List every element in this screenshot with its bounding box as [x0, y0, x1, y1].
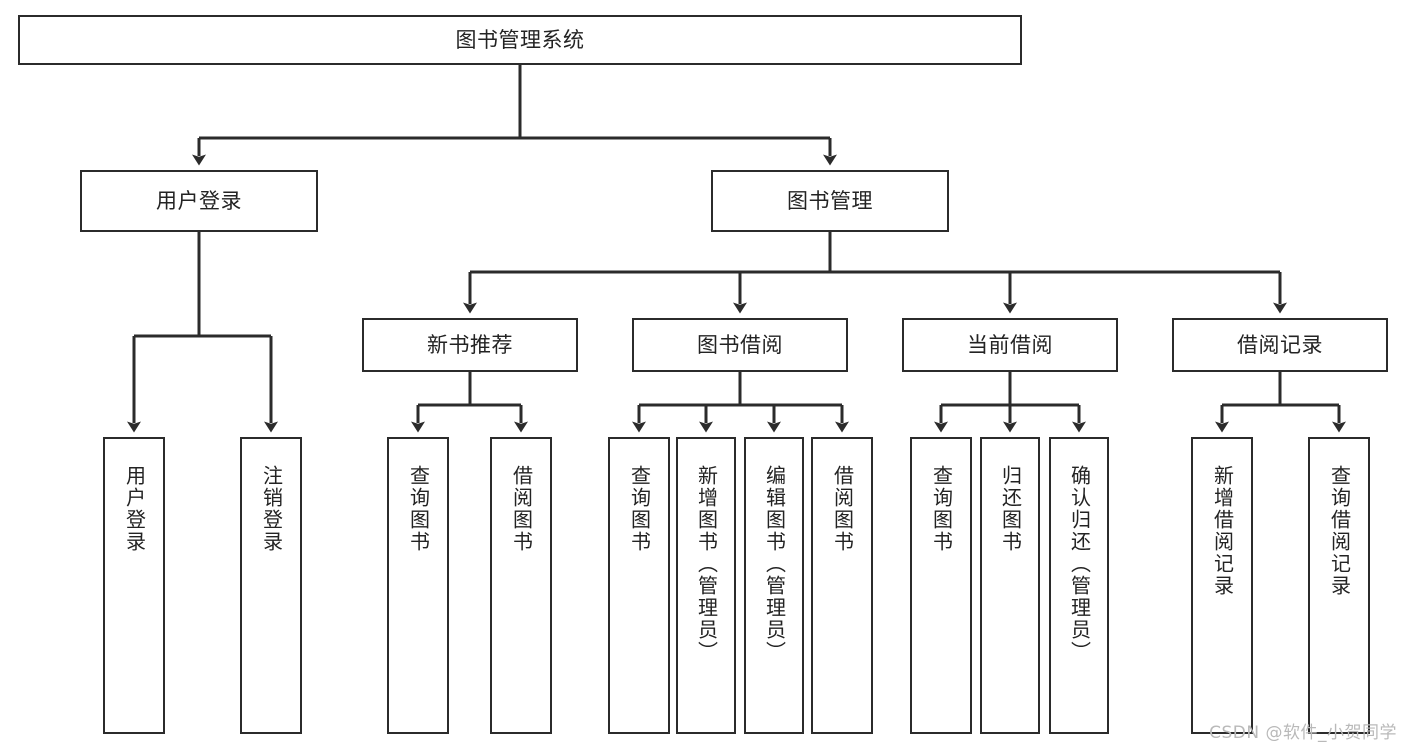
node-label: 新增借阅记录 — [1210, 465, 1235, 597]
node-label: 借阅记录 — [1237, 332, 1323, 357]
node-label: 用户登录 — [156, 188, 242, 213]
node-label: 借阅图书 — [830, 465, 855, 553]
node-label: 借阅图书 — [509, 465, 534, 553]
node-label: 确认归还（管理员） — [1067, 465, 1092, 663]
node-label: 当前借阅 — [967, 332, 1053, 357]
node-label: 查询图书 — [406, 465, 431, 553]
leaf-borrow-add-book-admin[interactable]: 新增图书（管理员） — [676, 437, 736, 734]
node-label: 归还图书 — [998, 465, 1023, 553]
node-label: 查询图书 — [627, 465, 652, 553]
leaf-user-login-signout[interactable]: 注销登录 — [240, 437, 302, 734]
node-label: 图书管理 — [787, 188, 873, 213]
node-label: 新增图书（管理员） — [694, 465, 719, 663]
node-label: 用户登录 — [122, 465, 147, 553]
leaf-borrow-query-book[interactable]: 查询图书 — [608, 437, 670, 734]
leaf-borrow-edit-book-admin[interactable]: 编辑图书（管理员） — [744, 437, 804, 734]
node-current-borrow[interactable]: 当前借阅 — [902, 318, 1118, 372]
node-user-login[interactable]: 用户登录 — [80, 170, 318, 232]
node-label: 编辑图书（管理员） — [762, 465, 787, 663]
node-borrow-record[interactable]: 借阅记录 — [1172, 318, 1388, 372]
node-label: 查询借阅记录 — [1327, 465, 1352, 597]
node-book-management[interactable]: 图书管理 — [711, 170, 949, 232]
node-label: 查询图书 — [929, 465, 954, 553]
node-root-system[interactable]: 图书管理系统 — [18, 15, 1022, 65]
leaf-current-confirm-return-admin[interactable]: 确认归还（管理员） — [1049, 437, 1109, 734]
csdn-watermark: CSDN @软件_小贺同学 — [1209, 723, 1397, 743]
leaf-user-login-signin[interactable]: 用户登录 — [103, 437, 165, 734]
node-book-borrow[interactable]: 图书借阅 — [632, 318, 848, 372]
leaf-record-query-record[interactable]: 查询借阅记录 — [1308, 437, 1370, 734]
node-label: 注销登录 — [259, 465, 284, 553]
leaf-recommend-query-book[interactable]: 查询图书 — [387, 437, 449, 734]
node-label: 图书管理系统 — [455, 27, 585, 52]
leaf-borrow-borrow-book[interactable]: 借阅图书 — [811, 437, 873, 734]
node-label: 图书借阅 — [697, 332, 783, 357]
leaf-current-query-book[interactable]: 查询图书 — [910, 437, 972, 734]
node-label: 新书推荐 — [427, 332, 513, 357]
leaf-record-add-record[interactable]: 新增借阅记录 — [1191, 437, 1253, 734]
leaf-current-return-book[interactable]: 归还图书 — [980, 437, 1040, 734]
leaf-recommend-borrow-book[interactable]: 借阅图书 — [490, 437, 552, 734]
node-new-book-recommend[interactable]: 新书推荐 — [362, 318, 578, 372]
